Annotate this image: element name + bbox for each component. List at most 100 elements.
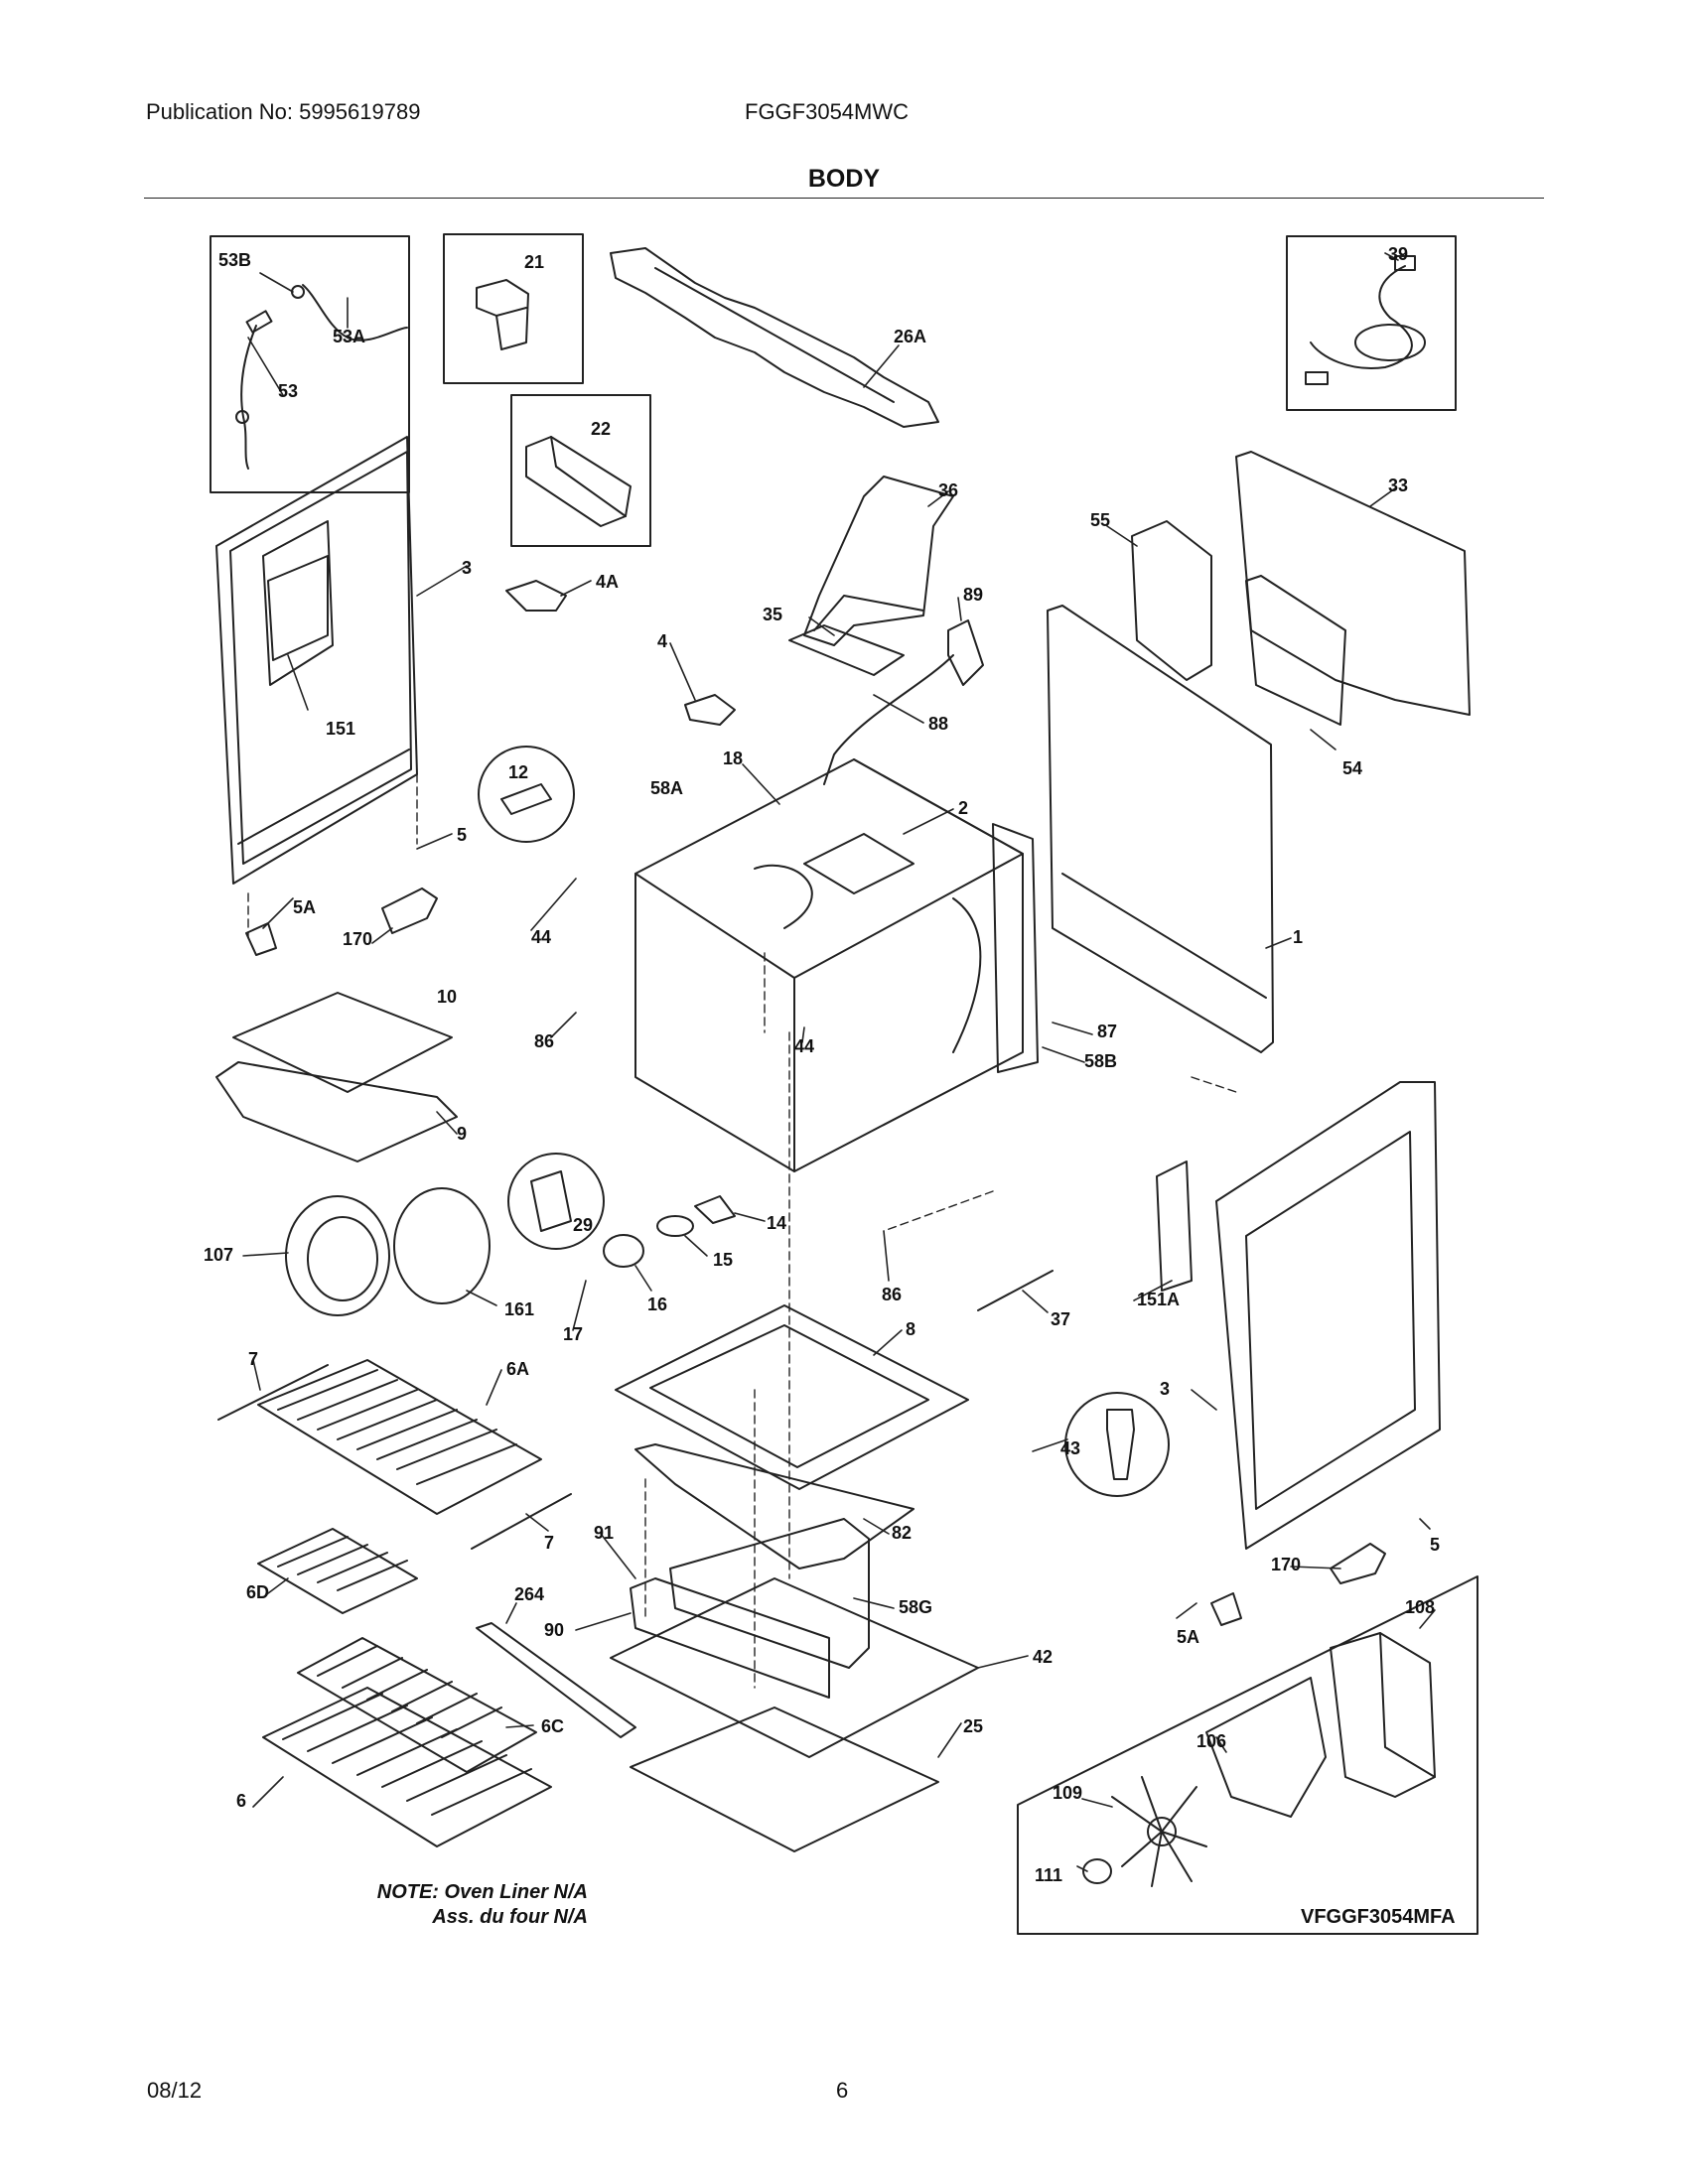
callout-170: 170	[343, 929, 372, 949]
callout-82: 82	[892, 1523, 912, 1543]
rack-support-7-left-drawing	[217, 1364, 329, 1421]
bracket-4-drawing	[684, 694, 736, 726]
callout-44: 44	[794, 1036, 814, 1056]
callout-42: 42	[1033, 1647, 1053, 1667]
oven-rack-6-drawing	[262, 1687, 552, 1847]
callout-14: 14	[767, 1213, 786, 1233]
callout-2: 2	[958, 798, 968, 818]
callout-25: 25	[963, 1716, 983, 1736]
callout-10: 10	[437, 987, 457, 1007]
bolt-43-inset-circle	[1064, 1392, 1170, 1497]
vent-duct-36-drawing	[788, 476, 954, 676]
rear-brace-26A-drawing	[610, 247, 939, 428]
callout-6c: 6C	[541, 1716, 564, 1736]
oven-cavity-drawing	[634, 758, 1039, 1172]
callout-53b: 53B	[218, 250, 251, 270]
callout-151: 151	[326, 719, 355, 739]
inset-box-21	[443, 233, 584, 384]
broil-burner-cover-drawing	[215, 992, 458, 1162]
callout-3: 3	[462, 558, 472, 578]
callout-5a: 5A	[1177, 1627, 1199, 1647]
heat-shield-151A-drawing	[1156, 1160, 1193, 1292]
callout-4: 4	[657, 631, 667, 651]
bracket-4A-drawing	[505, 580, 567, 612]
inset-box-39	[1286, 235, 1457, 411]
callout-17: 17	[563, 1324, 583, 1344]
lower-panels-drawing	[610, 1518, 979, 1852]
callout-21: 21	[524, 252, 544, 272]
leveler-5A-left-drawing	[245, 922, 277, 956]
callout-9: 9	[457, 1124, 467, 1144]
convection-motor-108-drawing	[1330, 1632, 1436, 1798]
fan-cover-107-drawing	[285, 1195, 390, 1316]
oven-rack-6D-drawing	[257, 1528, 418, 1614]
callout-36: 36	[938, 480, 958, 500]
note-line-1: NOTE: Oven Liner N/A	[376, 1881, 588, 1903]
callout-264: 264	[514, 1584, 544, 1604]
element-ring-161-drawing	[393, 1187, 491, 1304]
callout-91: 91	[594, 1523, 614, 1543]
thermocouple-part-drawing	[235, 284, 408, 470]
leader-lines	[242, 252, 1436, 1872]
bracket-264-drawing	[476, 1622, 636, 1738]
note-line-2: Ass. du four N/A	[432, 1906, 588, 1928]
oven-rack-6C-drawing	[297, 1637, 537, 1773]
callout-6a: 6A	[506, 1359, 529, 1379]
callout-5a: 5A	[293, 897, 316, 917]
callout-53a: 53A	[333, 327, 365, 346]
callout-108: 108	[1405, 1597, 1435, 1617]
callout-22: 22	[591, 419, 611, 439]
callout-53: 53	[278, 381, 298, 401]
callout-44: 44	[531, 927, 551, 947]
callout-106: 106	[1196, 1731, 1226, 1751]
lamp-cover-16-drawing	[603, 1234, 644, 1268]
callout-4a: 4A	[596, 572, 619, 592]
footer-date: 08/12	[147, 2078, 203, 2103]
fan-blade-109-drawing	[1111, 1776, 1207, 1887]
callout-35: 35	[763, 605, 782, 624]
callout-18: 18	[723, 749, 743, 768]
callout-8: 8	[906, 1319, 915, 1339]
assembly-lines	[247, 773, 1237, 1689]
leveler-5A-right-drawing	[1210, 1592, 1242, 1626]
callout-15: 15	[713, 1250, 733, 1270]
fan-bracket-106-drawing	[1205, 1677, 1327, 1818]
callout-90: 90	[544, 1620, 564, 1640]
inset-box-22	[510, 394, 651, 547]
callout-6: 6	[236, 1791, 246, 1811]
rear-panels-drawing	[1047, 451, 1471, 1053]
side-panel-right-drawing	[1215, 1081, 1441, 1550]
oven-bottom-8-drawing	[615, 1304, 969, 1570]
callout-43: 43	[1060, 1438, 1080, 1458]
callout-111: 111	[1035, 1865, 1062, 1885]
heat-shield-151-drawing	[267, 555, 329, 661]
callout-39: 39	[1388, 244, 1408, 264]
callout-26a: 26A	[894, 327, 926, 346]
hinge-receiver-170-right-drawing	[1330, 1543, 1386, 1584]
callout-170: 170	[1271, 1555, 1301, 1574]
callout-86: 86	[534, 1031, 554, 1051]
side-panel-left-drawing	[215, 436, 418, 885]
callout-54: 54	[1342, 758, 1362, 778]
callout-12: 12	[508, 762, 528, 782]
callout-58a: 58A	[650, 778, 683, 798]
probe-89-drawing	[823, 619, 984, 785]
bracket-22-drawing	[525, 436, 632, 527]
ignitor-inset-circle	[478, 746, 575, 843]
callout-89: 89	[963, 585, 983, 605]
callout-107: 107	[204, 1245, 233, 1265]
callout-151a: 151A	[1137, 1290, 1180, 1309]
hinge-receiver-170-left-drawing	[381, 887, 438, 934]
callout-58b: 58B	[1084, 1051, 1117, 1071]
callout-5: 5	[1430, 1535, 1440, 1555]
callout-37: 37	[1051, 1309, 1070, 1329]
lamp-15-drawing	[656, 1215, 694, 1237]
callout-3: 3	[1160, 1379, 1170, 1399]
page-title: BODY	[807, 165, 881, 193]
rack-support-7-right-drawing	[471, 1493, 572, 1550]
inset-box-convection-fan	[1017, 1575, 1478, 1935]
bracket-21-drawing	[476, 279, 529, 350]
fan-nut-111-drawing	[1082, 1858, 1112, 1884]
callout-55: 55	[1090, 510, 1110, 530]
